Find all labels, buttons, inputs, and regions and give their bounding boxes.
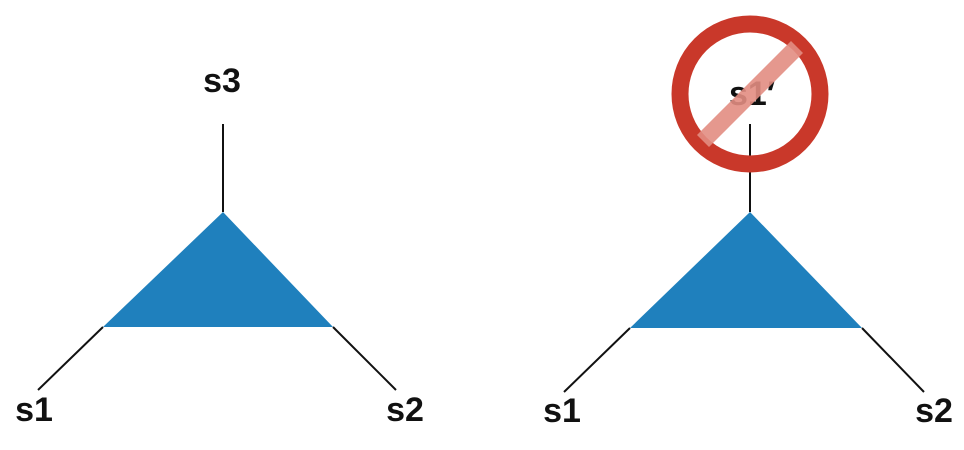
right-bottom-left-edge [563,327,631,393]
no-symbol-icon: s1′ [671,15,829,173]
prohibition-ring [671,15,829,173]
left-bottom-right-edge [332,326,397,391]
left-diagram: s3 s1 s2 [15,62,424,429]
right-bottom-right-edge [861,327,925,393]
left-bottom-left-label: s1 [15,391,53,429]
right-bottom-right-label: s2 [915,392,953,430]
left-top-label: s3 [203,62,241,100]
left-bottom-right-label: s2 [386,391,424,429]
left-triangle [103,212,333,327]
right-triangle [630,212,862,328]
left-bottom-left-edge [37,326,104,391]
prohibition-bar [696,40,804,148]
right-bottom-left-label: s1 [543,392,581,430]
right-diagram: s1 s2 s1′ [543,15,953,430]
